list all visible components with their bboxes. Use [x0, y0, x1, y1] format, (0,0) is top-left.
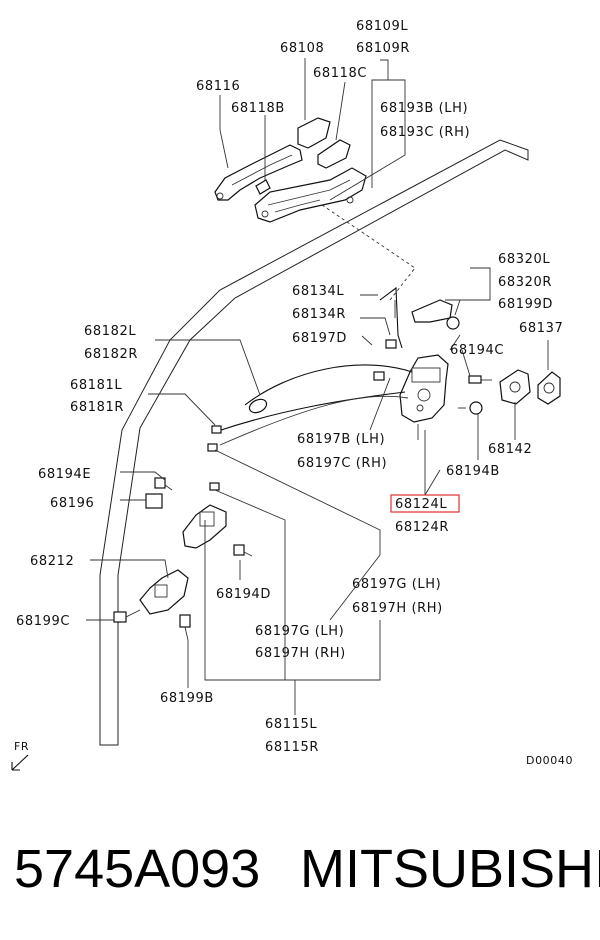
label-68197H-2: 68197H (RH) [255, 646, 346, 661]
label-68320L: 68320L [498, 252, 550, 267]
cable-clip-b [373, 371, 385, 381]
door-outline [99, 139, 529, 746]
label-68212: 68212 [30, 554, 74, 569]
cable-clip-e1 [211, 425, 222, 434]
label-68115R: 68115R [265, 740, 319, 755]
clip-68196 [145, 493, 163, 509]
label-68118C: 68118C [313, 66, 367, 81]
diagram-code: D00040 [526, 754, 573, 767]
cable-clip-e3 [209, 482, 220, 491]
label-68320R: 68320R [498, 275, 552, 290]
bolt-68194C [468, 375, 492, 384]
label-68134R: 68134R [292, 307, 346, 322]
label-68137: 68137 [519, 321, 563, 336]
bolt-68194B [458, 401, 483, 415]
label-68193C: 68193C (RH) [380, 125, 470, 140]
label-68194B: 68194B [446, 464, 500, 479]
screw-68194D [233, 544, 253, 557]
cable-sleeve [248, 398, 268, 414]
label-68181L: 68181L [70, 378, 122, 393]
label-68109L: 68109L [356, 19, 408, 34]
inner-handle [182, 504, 227, 549]
label-68199B: 68199B [160, 691, 214, 706]
label-68194E: 68194E [38, 467, 91, 482]
screw-68199C [113, 609, 141, 623]
lock-knob [411, 299, 460, 330]
highlight-68124L [390, 494, 460, 513]
part-number: 5745A093 [14, 839, 261, 899]
label-68197G-2: 68197G (LH) [255, 624, 344, 639]
label-68115L: 68115L [265, 717, 317, 732]
label-68124R: 68124R [395, 520, 449, 535]
cable-68182 [244, 364, 413, 406]
label-68108: 68108 [280, 41, 324, 56]
leader-lines [86, 58, 549, 715]
guide-dashed [321, 204, 416, 301]
cable-68181b [219, 395, 409, 446]
footer: 5745A093 MITSUBISHI [0, 838, 600, 899]
parts-diagram: FR 68109L 68109R 68108 68118C 68116 6811… [11, 19, 573, 771]
label-68193B: 68193B (LH) [380, 101, 468, 116]
label-68197D: 68197D [292, 331, 347, 346]
door-latch [399, 354, 449, 423]
outer-handle-frame [254, 167, 367, 223]
label-68194D: 68194D [216, 587, 271, 602]
striker-bracket [499, 369, 531, 405]
handle-cap [297, 117, 331, 149]
brand-name: MITSUBISHI [300, 839, 600, 899]
fr-label: FR [14, 740, 29, 753]
label-68199C: 68199C [16, 614, 70, 629]
label-68134L: 68134L [292, 284, 344, 299]
lock-rod [379, 286, 403, 349]
screw-68199B [179, 614, 191, 641]
label-68197H-1: 68197H (RH) [352, 601, 443, 616]
inner-handle-cover [139, 569, 189, 615]
label-68197C: 68197C (RH) [297, 456, 387, 471]
outer-handle [214, 144, 303, 201]
label-68182L: 68182L [84, 324, 136, 339]
striker-plate [537, 371, 561, 405]
label-68124L: 68124L [395, 497, 447, 512]
label-68142: 68142 [488, 442, 532, 457]
label-68197G-1: 68197G (LH) [352, 577, 441, 592]
cable-clip-e2 [207, 443, 218, 452]
label-68182R: 68182R [84, 347, 138, 362]
label-68116: 68116 [196, 79, 240, 94]
cable-68181 [214, 391, 406, 433]
cable-clip-d [385, 339, 397, 349]
label-68118B: 68118B [231, 101, 285, 116]
front-arrow: FR [11, 740, 29, 771]
handle-grommet [255, 179, 271, 195]
label-68194C: 68194C [450, 343, 504, 358]
label-68197B: 68197B (LH) [297, 432, 385, 447]
label-68199D: 68199D [498, 297, 553, 312]
label-68196: 68196 [50, 496, 94, 511]
screw-68194E [154, 477, 173, 491]
label-68181R: 68181R [70, 400, 124, 415]
label-68109R: 68109R [356, 41, 410, 56]
handle-gasket [317, 139, 351, 169]
